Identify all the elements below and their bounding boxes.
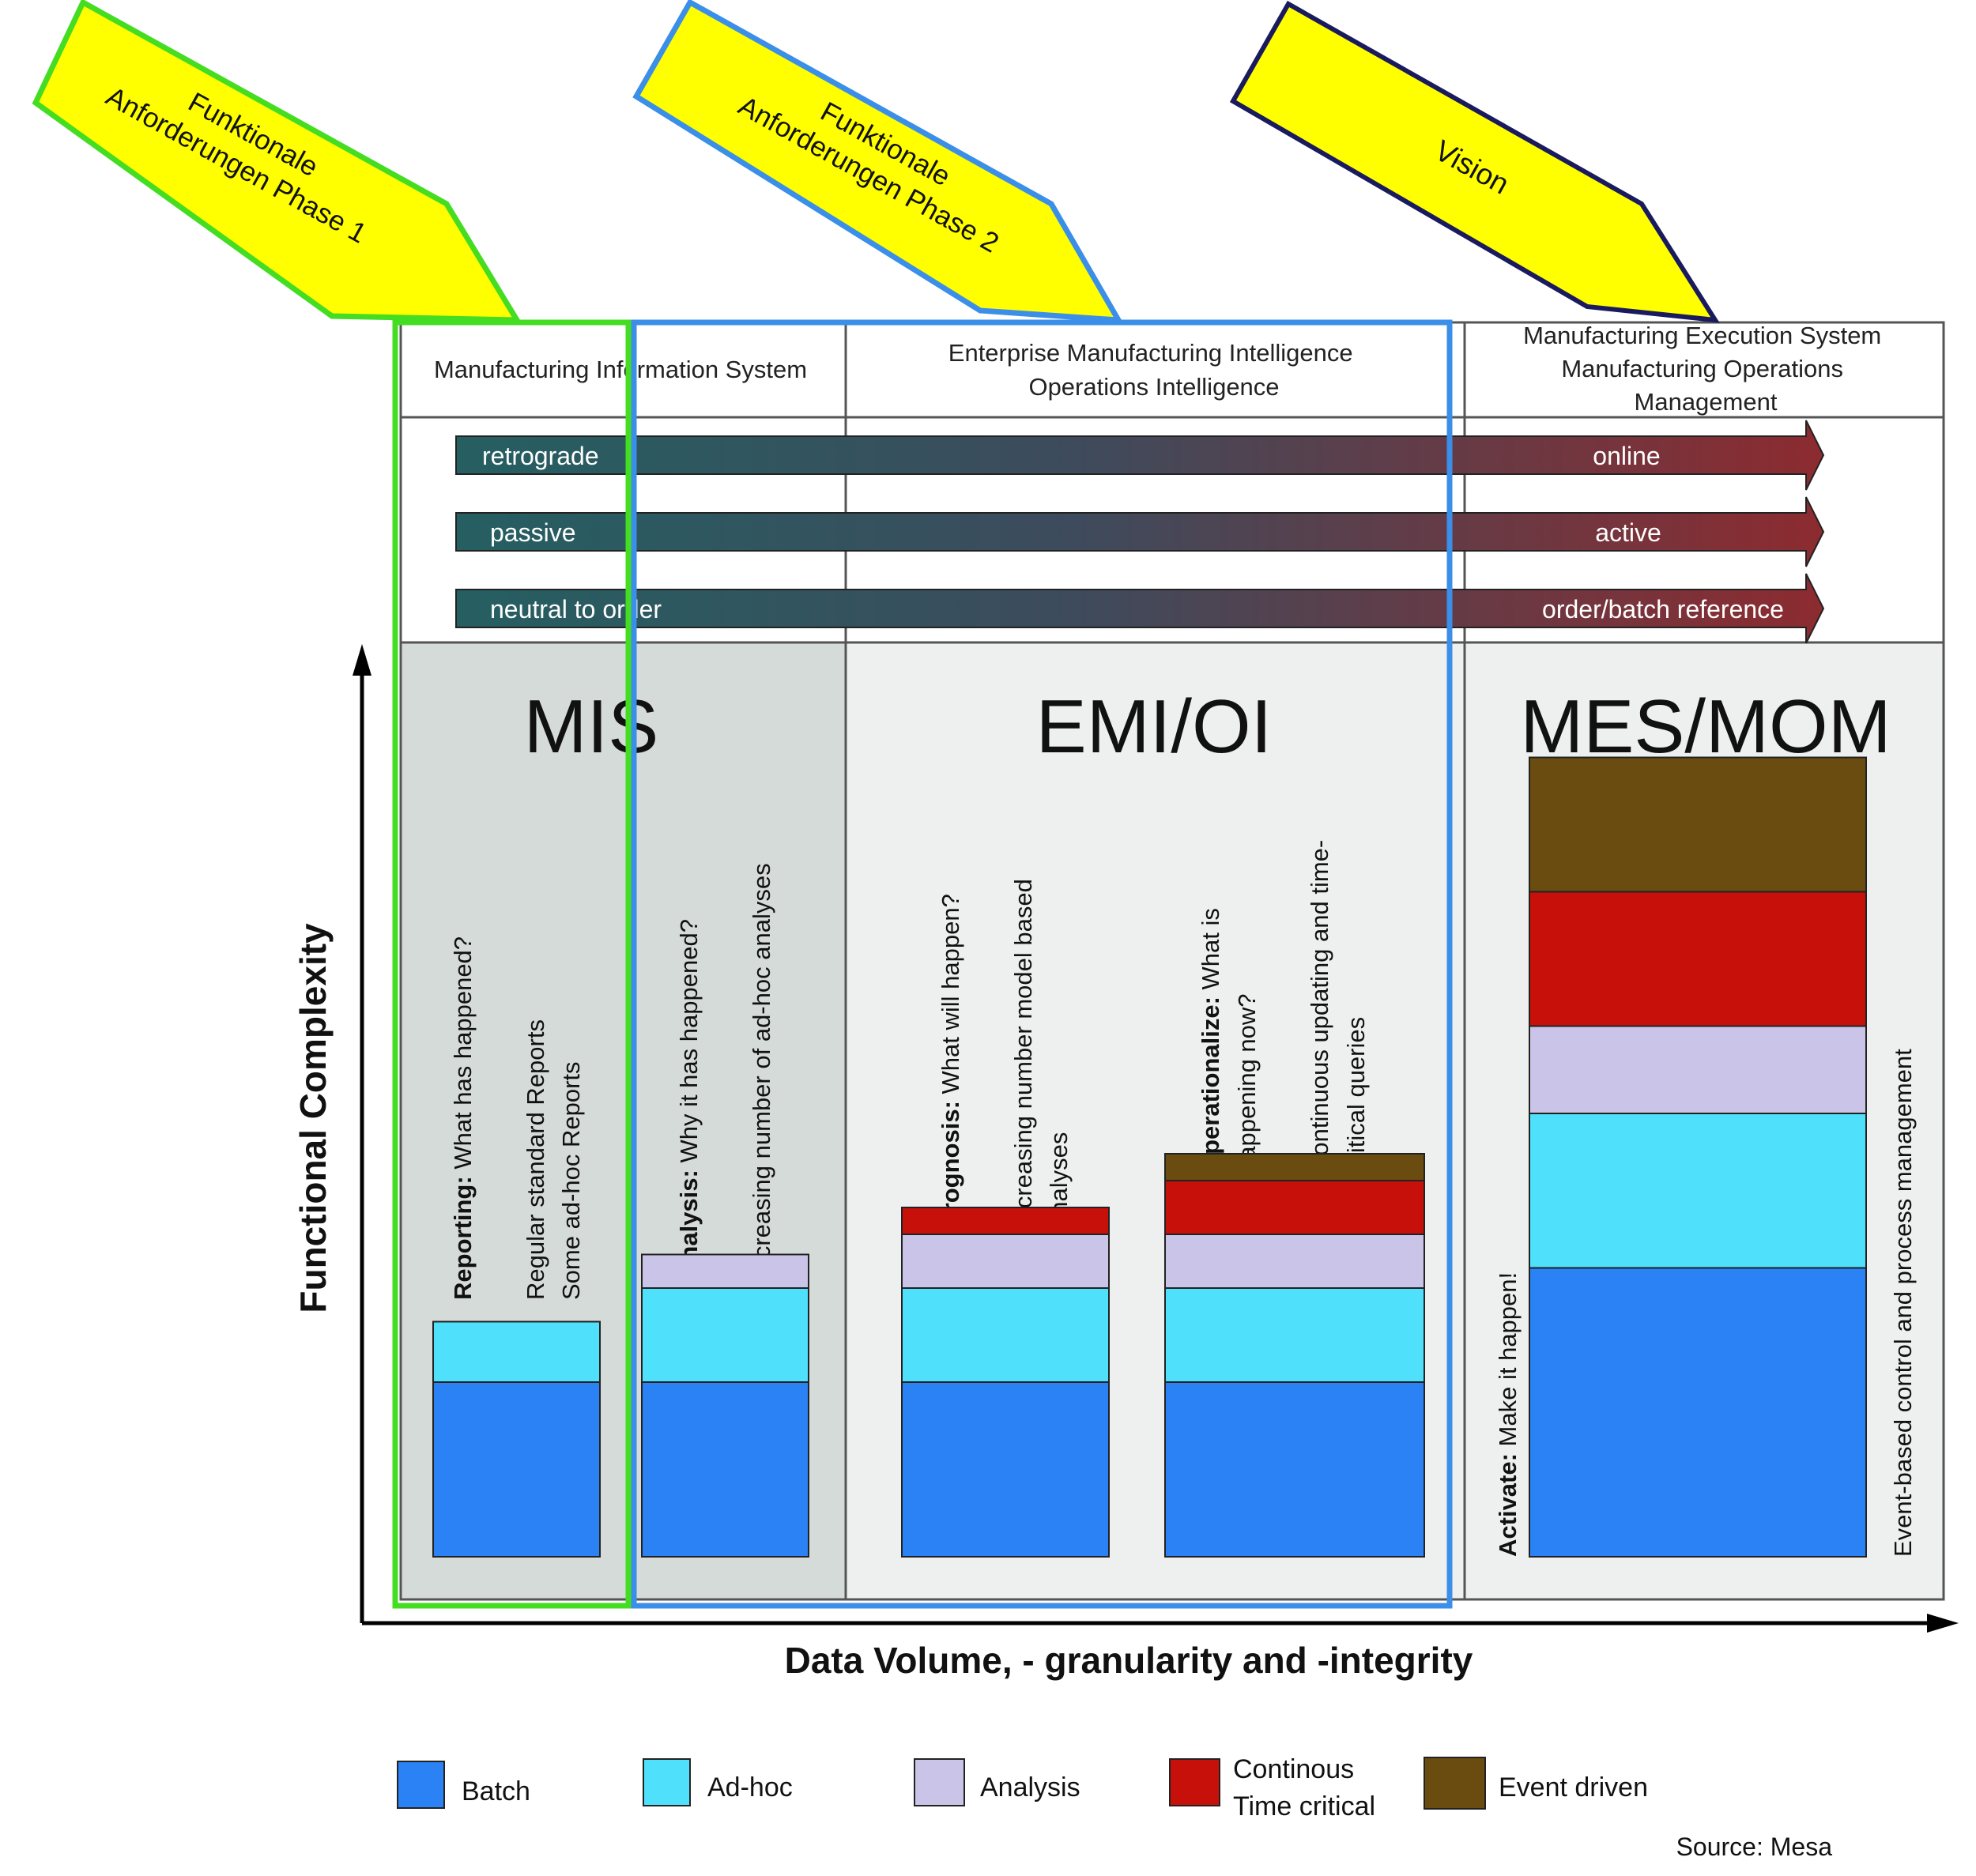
header-emi: Enterprise Manufacturing Intelligence Op… [948, 339, 1359, 401]
arrow-label-retrograde: retrograde [482, 442, 599, 470]
bar-reporting-batch [432, 1381, 601, 1558]
svg-text:Continuous updating and time-: Continuous updating and time- [1306, 840, 1333, 1173]
svg-text:happening now?: happening now? [1233, 993, 1261, 1173]
arrow-label-active: active [1595, 518, 1661, 547]
svg-text:Some ad-hoc Reports: Some ad-hoc Reports [557, 1061, 585, 1300]
phase2-box [631, 319, 1453, 1609]
legend-label-batch: Batch [462, 1776, 530, 1806]
y-axis-arrowhead [353, 644, 371, 676]
phase2-arrow: Funktionale Anforderungen Phase 2 [632, 0, 1124, 323]
bar-operationalize-event-driven [1164, 1153, 1425, 1181]
legend-label-adhoc: Ad-hoc [707, 1772, 793, 1803]
legend-swatch-continous [1169, 1758, 1220, 1806]
source-note: Source: Mesa [1676, 1833, 1833, 1861]
bar-activate-event-driven [1529, 756, 1867, 893]
svg-text:Reporting: What has happened?: Reporting: What has happened? [449, 936, 477, 1300]
phase1-arrow: Funktionale Anforderungen Phase 1 [32, 0, 522, 323]
svg-text:Analysis: Why it has happened?: Analysis: Why it has happened? [675, 919, 703, 1279]
legend-swatch-adhoc [643, 1758, 691, 1806]
svg-text:critical queries: critical queries [1342, 1017, 1370, 1173]
bar-operationalize-batch [1164, 1381, 1425, 1558]
x-axis-label: Data Volume, - granularity and -integrit… [785, 1640, 1473, 1681]
legend-swatch-batch [397, 1761, 445, 1809]
bar-prognosis-batch [901, 1381, 1110, 1558]
bar-activate-batch [1529, 1267, 1867, 1558]
svg-text:Operationalize: What is: Operationalize: What is [1197, 908, 1224, 1173]
bar-prognosis-ad-hoc [901, 1287, 1110, 1383]
svg-text:Prognosis: What will happen?: Prognosis: What will happen? [937, 894, 964, 1229]
desc-operationalize: Operationalize: What is happening now? C… [1197, 840, 1370, 1173]
bar-operationalize-ad-hoc [1164, 1287, 1425, 1383]
bar-operationalize-analysis [1164, 1234, 1425, 1289]
y-axis-label: Functional Complexity [292, 923, 334, 1313]
gradient-arrow-retrograde-online: retrograde online [455, 420, 1825, 491]
gradient-arrow-passive-active: passive active [455, 496, 1825, 567]
header-mis: Manufacturing Information System [434, 356, 807, 383]
title-mes: MES/MOM [1520, 684, 1891, 769]
desc-activate: Activate: Make it happen! Event-based co… [1494, 1049, 1917, 1557]
svg-text:Increasing number model based: Increasing number model based [1009, 879, 1037, 1229]
bar-reporting-ad-hoc [432, 1320, 601, 1383]
desc-reporting: Reporting: What has happened? Regular st… [449, 936, 585, 1300]
header-mes: Manufacturing Execution System Manufactu… [1523, 322, 1888, 416]
svg-text:Regular standard Reports: Regular standard Reports [522, 1019, 549, 1300]
legend-swatch-analysis [914, 1758, 965, 1806]
title-emi: EMI/OI [1036, 684, 1273, 769]
gradient-arrow-neutral-order: neutral to order order/batch reference [455, 573, 1825, 644]
bar-prognosis-continous-time-critical [901, 1207, 1110, 1235]
arrow-label-passive: passive [490, 518, 576, 547]
bar-prognosis-analysis [901, 1234, 1110, 1289]
svg-text:Increasing number of ad-hoc an: Increasing number of ad-hoc analyses [748, 863, 775, 1279]
title-mis: MIS [524, 684, 659, 769]
vision-arrow: Vision [1229, 0, 1720, 323]
legend-label-continous: Continous Time critical [1233, 1754, 1375, 1821]
bar-activate-ad-hoc [1529, 1113, 1867, 1269]
svg-text:Event-based control and proces: Event-based control and process manageme… [1889, 1049, 1917, 1557]
bar-analysis-ad-hoc [641, 1287, 809, 1383]
desc-analysis: Analysis: Why it has happened? Increasin… [675, 863, 775, 1279]
arrow-label-order-batch: order/batch reference [1542, 595, 1784, 623]
legend: Batch Ad-hoc Analysis Continous Time cri… [397, 1754, 1648, 1821]
legend-swatch-event [1424, 1757, 1486, 1810]
bar-analysis-batch [641, 1381, 809, 1558]
bar-operationalize-continous-time-critical [1164, 1180, 1425, 1235]
bar-analysis-analysis [641, 1253, 809, 1289]
stacked-bars [432, 756, 1867, 1558]
arrow-label-online: online [1593, 442, 1660, 470]
legend-label-analysis: Analysis [980, 1772, 1080, 1803]
x-axis-arrowhead [1927, 1614, 1959, 1633]
svg-text:Activate: Make it happen!: Activate: Make it happen! [1494, 1272, 1522, 1557]
bar-activate-continous-time-critical [1529, 891, 1867, 1027]
bar-activate-analysis [1529, 1025, 1867, 1114]
legend-label-event: Event driven [1499, 1772, 1648, 1803]
